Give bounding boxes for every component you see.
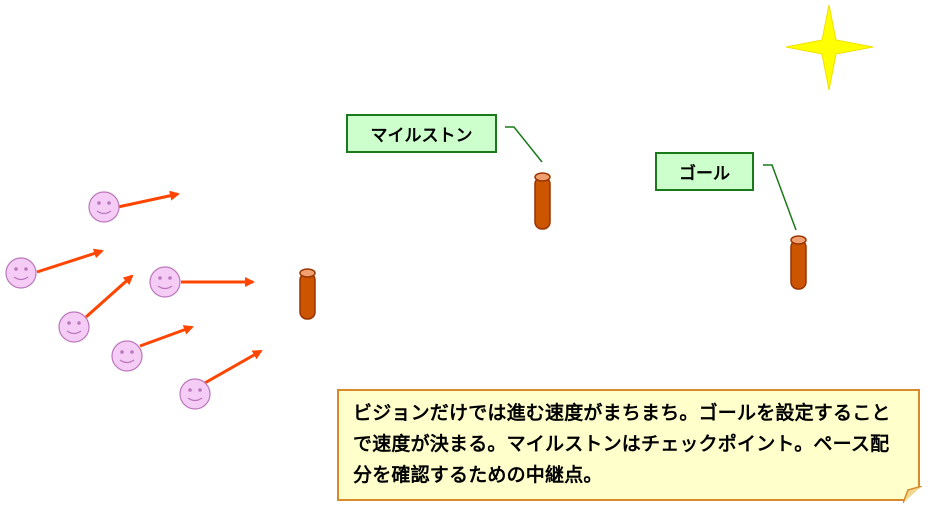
arrow-icon <box>117 190 180 209</box>
arrow-icon <box>85 274 134 319</box>
arrow-icon <box>202 349 263 386</box>
goal-post-icon <box>790 235 807 290</box>
smiley-face-icon <box>58 311 90 343</box>
arrow-icon <box>36 248 104 274</box>
goal-leader-line <box>763 164 797 231</box>
smiley-face-icon <box>149 266 181 298</box>
note-folded-corner-icon <box>903 486 922 503</box>
smiley-face-icon <box>88 191 120 223</box>
smiley-face-icon <box>111 340 143 372</box>
star-icon <box>785 4 874 91</box>
milestone-post-icon <box>534 172 551 230</box>
milestone-leader-line <box>505 126 543 163</box>
smiley-face-icon <box>5 257 37 289</box>
start-post-icon <box>299 268 316 320</box>
note-box: ビジョンだけでは進む速度がまちまち。ゴールを設定することで速度が決まる。マイルス… <box>337 389 920 501</box>
smiley-face-icon <box>179 378 211 410</box>
goal-label: ゴール <box>655 152 754 191</box>
arrow-icon <box>139 325 194 348</box>
milestone-label: マイルストン <box>346 114 497 153</box>
